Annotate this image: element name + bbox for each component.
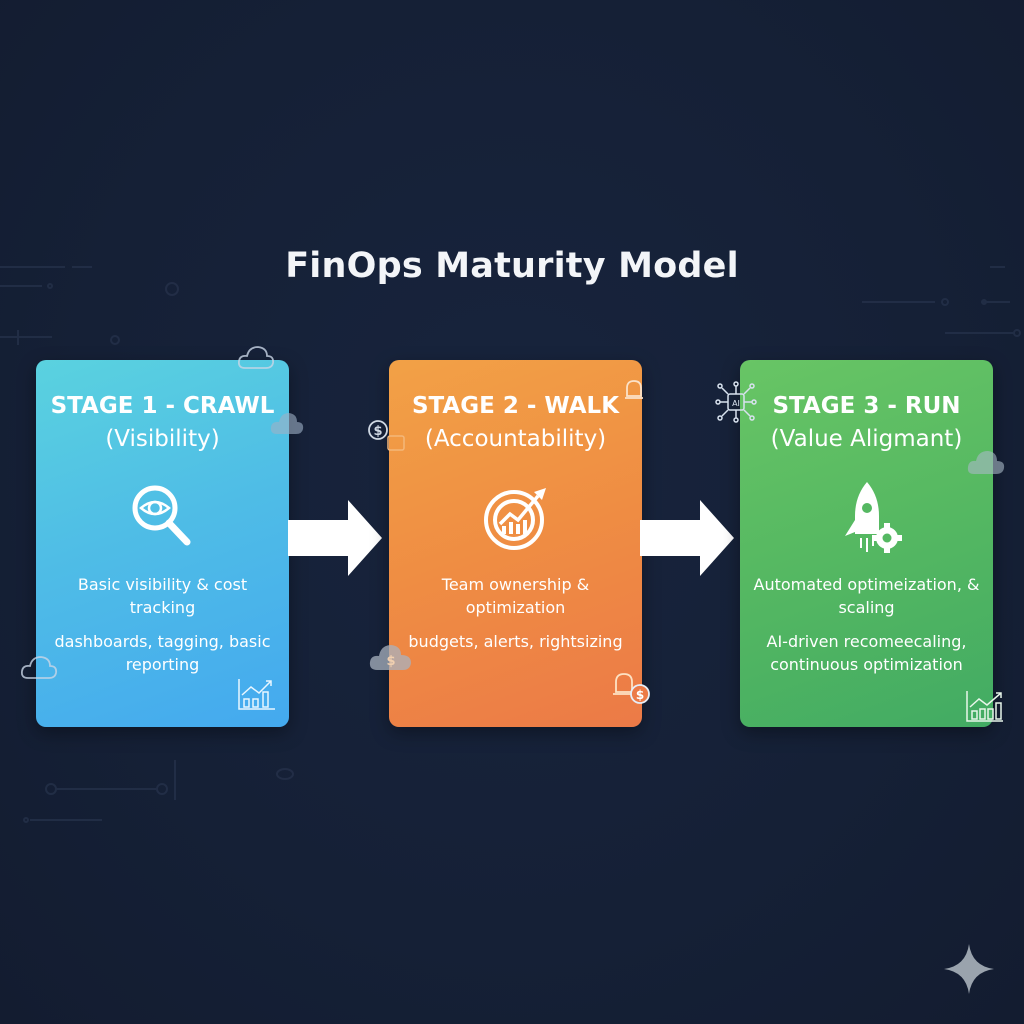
svg-text:$: $ bbox=[373, 424, 382, 439]
stage-1-description: Basic visibility & cost tracking bbox=[77, 575, 248, 617]
sparkle-icon bbox=[944, 944, 994, 994]
stage-3-subtitle: (Value Aligmant) bbox=[770, 426, 963, 452]
stage-1-heading: STAGE 1 - CRAWL bbox=[50, 393, 275, 419]
stage-2-description: Team ownership & optimization bbox=[441, 575, 590, 617]
stage-3-description: Automated optimeization, & scaling bbox=[753, 575, 980, 617]
rocket-gear-icon bbox=[844, 482, 902, 553]
stage-2-heading: STAGE 2 - WALK bbox=[411, 393, 620, 419]
cloud-icon bbox=[20, 656, 58, 679]
page-title: FinOps Maturity Model bbox=[285, 246, 739, 286]
bar-chart-trend-icon bbox=[238, 679, 275, 710]
cloud-icon bbox=[270, 413, 304, 434]
svg-text:$: $ bbox=[386, 654, 395, 669]
bell-icon bbox=[625, 380, 643, 399]
stage-1-card: STAGE 1 - CRAWL (Visibility) Basic visib… bbox=[36, 360, 289, 727]
ai-chip-icon: AI bbox=[715, 381, 757, 423]
target-growth-icon bbox=[483, 488, 546, 550]
arrow-right-icon bbox=[640, 500, 734, 576]
bell-dollar-icon: $ bbox=[613, 673, 650, 704]
eye-magnifier-icon bbox=[132, 485, 190, 546]
stage-3-heading: STAGE 3 - RUN bbox=[772, 393, 961, 419]
stage-1-subtitle: (Visibility) bbox=[105, 426, 220, 452]
stage-2-subtitle: (Accountability) bbox=[424, 426, 607, 452]
stage-1-details: dashboards, tagging, basic reporting bbox=[54, 632, 271, 674]
cloud-dollar-icon: $ bbox=[369, 645, 411, 670]
stage-3-card: STAGE 3 - RUN (Value Aligmant) Automated… bbox=[740, 360, 1003, 727]
stage-3-details: AI-driven recomeecaling, continuous opti… bbox=[766, 632, 967, 674]
cloud-icon bbox=[967, 451, 1005, 474]
svg-text:$: $ bbox=[636, 688, 644, 702]
stage-2-details: budgets, alerts, rightsizing bbox=[408, 632, 623, 651]
dollar-coin-icon: $ bbox=[368, 420, 405, 451]
cloud-icon bbox=[237, 346, 275, 369]
stage-2-card: STAGE 2 - WALK (Accountability) Team own… bbox=[389, 360, 642, 727]
bar-chart-trend-icon bbox=[966, 691, 1003, 722]
arrow-right-icon bbox=[288, 500, 382, 576]
svg-text:AI: AI bbox=[732, 399, 740, 408]
